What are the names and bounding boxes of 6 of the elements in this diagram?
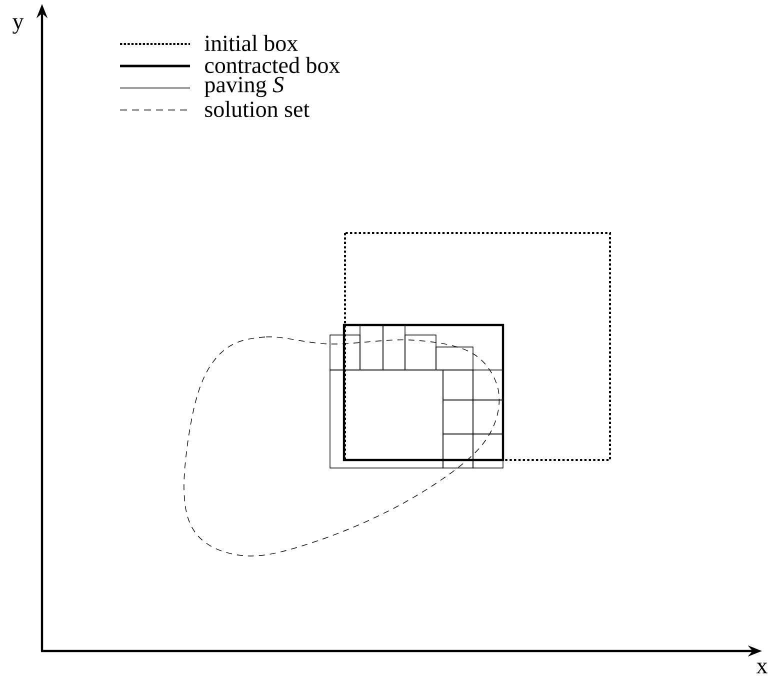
legend-label: paving S [204, 76, 284, 98]
legend-label: contracted box [205, 56, 340, 74]
axis-label: x [756, 662, 768, 674]
legend-label: solution set [205, 100, 310, 118]
legend-label: initial box [204, 34, 298, 52]
axis-label: y [12, 18, 24, 34]
